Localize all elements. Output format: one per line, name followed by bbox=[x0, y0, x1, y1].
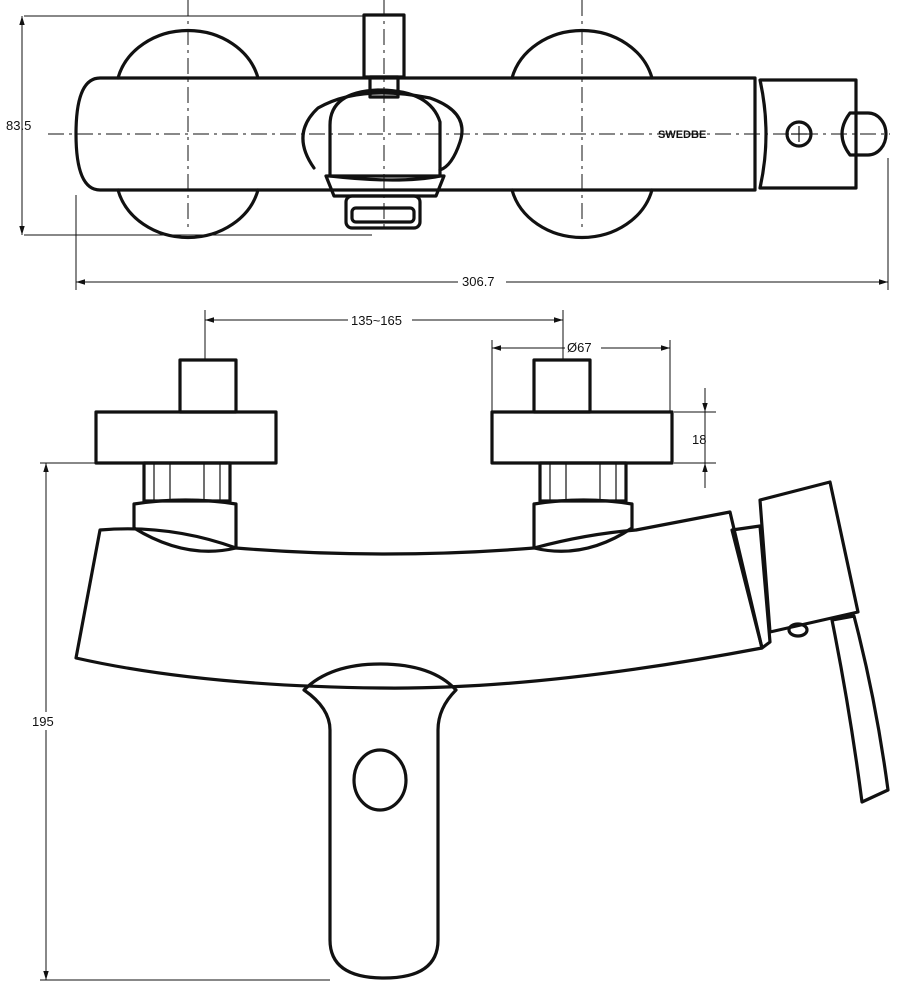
cap-connector bbox=[730, 524, 772, 650]
spout-outlet-top bbox=[344, 194, 422, 230]
dim-overall-height: 195 bbox=[32, 714, 54, 729]
lever-handle bbox=[830, 614, 890, 804]
front-view: 135~165 Ø67 18 195 bbox=[30, 310, 890, 981]
handle-housing bbox=[758, 480, 860, 634]
left-inlet bbox=[94, 358, 278, 553]
dim-flange-thickness: 18 bbox=[692, 432, 706, 447]
brand-label: SWEDBE bbox=[658, 129, 706, 141]
body-front bbox=[74, 510, 764, 690]
spout-front bbox=[302, 662, 458, 980]
body-outline bbox=[74, 76, 757, 192]
top-view: SWEDBE 83.5 306.7 bbox=[6, 0, 890, 290]
spout-housing-top bbox=[301, 91, 464, 172]
spout-aerator bbox=[352, 748, 408, 812]
dim-height-top: 83.5 bbox=[6, 118, 31, 133]
dim-flange-diameter: Ø67 bbox=[567, 340, 592, 355]
dim-inlet-spacing: 135~165 bbox=[351, 313, 402, 328]
dim-total-width: 306.7 bbox=[462, 274, 495, 289]
right-inlet bbox=[490, 358, 674, 553]
thermostat-cap bbox=[758, 78, 858, 190]
top-handle-knob bbox=[840, 111, 888, 157]
